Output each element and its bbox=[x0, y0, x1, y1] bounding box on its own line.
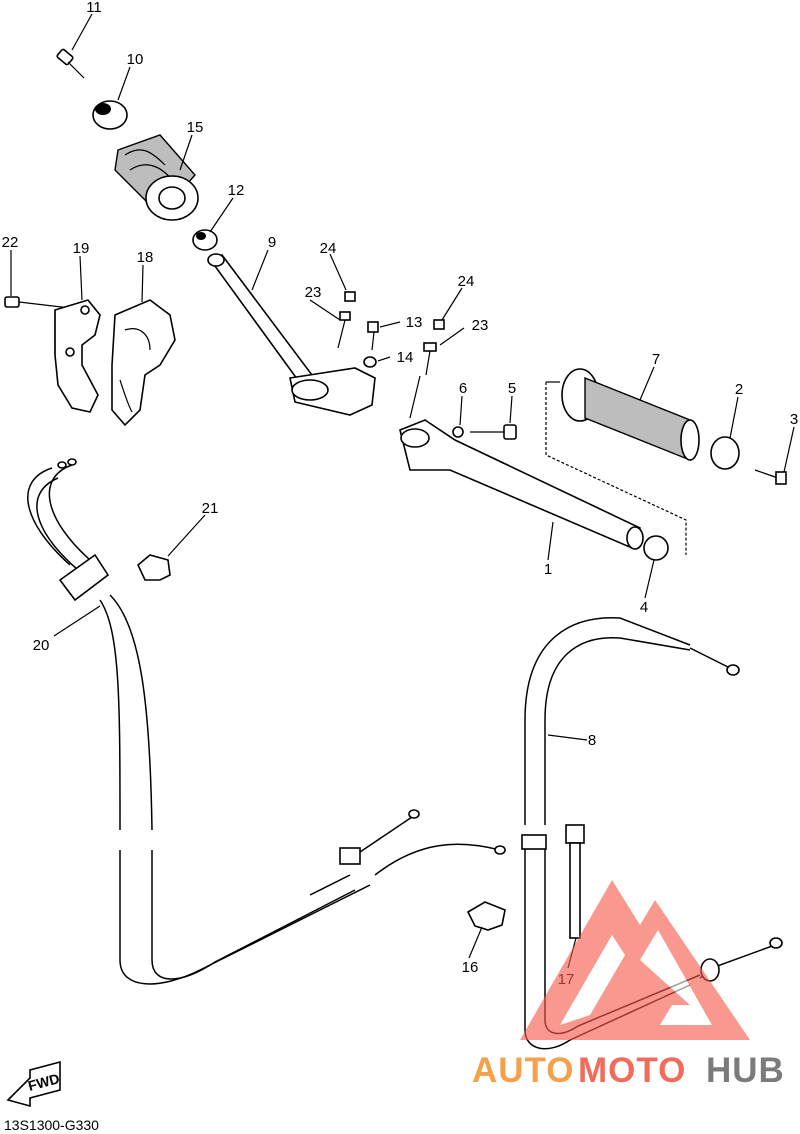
callout-5: 5 bbox=[508, 380, 516, 397]
assembly-frame bbox=[545, 381, 687, 555]
fwd-label: FWD bbox=[26, 1070, 61, 1094]
switch-housing-18 bbox=[111, 299, 176, 427]
callout-1: 1 bbox=[544, 561, 552, 578]
callout-10: 10 bbox=[127, 51, 144, 68]
callout-18: 18 bbox=[137, 249, 154, 266]
clamp-21 bbox=[137, 554, 171, 581]
washer-14 bbox=[363, 356, 377, 368]
callout-23-right: 23 bbox=[472, 317, 489, 334]
grip-7 bbox=[561, 368, 700, 462]
watermark-hub: HUB bbox=[706, 1051, 785, 1090]
bolt-11 bbox=[56, 48, 85, 79]
bolt-23-left bbox=[337, 311, 351, 349]
watermark-moto: MOTO bbox=[578, 1051, 686, 1090]
callout-4: 4 bbox=[640, 599, 648, 616]
leader-lines bbox=[10, 13, 795, 969]
nut-24-left bbox=[344, 291, 356, 302]
bolt-5 bbox=[470, 424, 517, 440]
bolt-13 bbox=[367, 321, 379, 351]
nut-24-right bbox=[433, 319, 445, 330]
screw-22 bbox=[4, 296, 71, 309]
callout-21: 21 bbox=[202, 500, 219, 517]
callout-20: 20 bbox=[33, 637, 50, 654]
cable-tie-17 bbox=[565, 824, 585, 939]
throttle-cables bbox=[27, 458, 506, 985]
clamp-16 bbox=[466, 901, 506, 931]
callout-22: 22 bbox=[2, 234, 19, 251]
switch-housing-19 bbox=[54, 299, 101, 413]
watermark-logo bbox=[520, 880, 750, 1040]
fwd-arrow: FWD bbox=[6, 1060, 61, 1108]
screw-3 bbox=[754, 469, 787, 485]
washer-6 bbox=[452, 426, 464, 438]
bolt-23-right bbox=[423, 342, 437, 376]
grip-end-4 bbox=[643, 535, 669, 561]
callout-labels: 11 10 15 12 9 22 19 18 24 23 13 14 24 23… bbox=[2, 0, 799, 988]
callout-24-right: 24 bbox=[458, 273, 475, 290]
callout-7: 7 bbox=[652, 351, 660, 368]
callout-12: 12 bbox=[228, 182, 245, 199]
callout-3: 3 bbox=[790, 411, 798, 428]
callout-24-left: 24 bbox=[320, 240, 337, 257]
callout-19: 19 bbox=[73, 240, 90, 257]
callout-2: 2 bbox=[735, 381, 743, 398]
watermark-text: AUTO MOTO HUB bbox=[472, 1051, 785, 1090]
grip-end-2 bbox=[710, 436, 740, 470]
callout-16: 16 bbox=[462, 959, 479, 976]
callout-8: 8 bbox=[588, 732, 596, 749]
callout-23-left: 23 bbox=[305, 284, 322, 301]
callout-9: 9 bbox=[268, 234, 276, 251]
grip-end-10 bbox=[92, 100, 128, 130]
callout-6: 6 bbox=[459, 380, 467, 397]
watermark-auto: AUTO bbox=[472, 1051, 575, 1090]
callout-14: 14 bbox=[397, 349, 414, 366]
handlebar-1 bbox=[399, 419, 644, 550]
callout-15: 15 bbox=[187, 119, 204, 136]
throttle-grip-15 bbox=[114, 134, 199, 221]
collar-12 bbox=[192, 229, 218, 251]
callout-13: 13 bbox=[406, 314, 423, 331]
handlebar-9 bbox=[207, 253, 376, 416]
diagram-code: 13S1300-G330 bbox=[4, 1117, 99, 1133]
callout-11: 11 bbox=[86, 0, 102, 16]
